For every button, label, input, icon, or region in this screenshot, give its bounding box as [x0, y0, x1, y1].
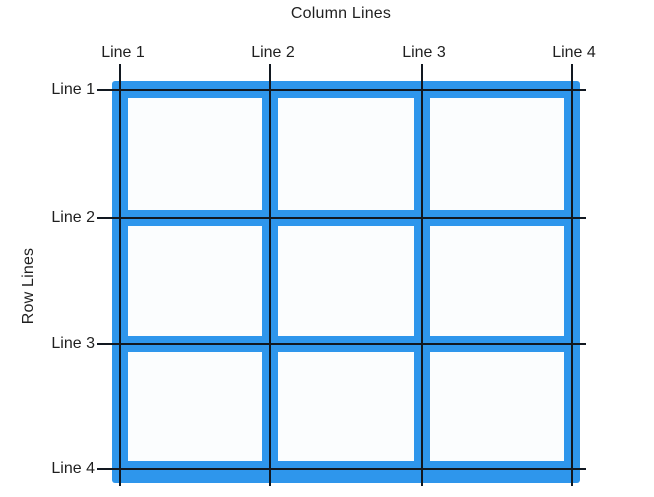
row-line-label-4: Line 4: [51, 460, 95, 477]
grid-cell: [430, 98, 564, 210]
row-line-label-1: Line 1: [51, 81, 95, 98]
column-line-label-3: Line 3: [402, 44, 446, 61]
grid-cell: [430, 352, 564, 461]
grid-cell: [128, 98, 262, 210]
column-line-3: [421, 64, 423, 486]
row-line-1: [97, 89, 586, 91]
grid-cell: [278, 226, 414, 336]
grid-cell: [278, 352, 414, 461]
row-line-label-3: Line 3: [51, 335, 95, 352]
grid-cell: [278, 98, 414, 210]
column-line-label-1: Line 1: [101, 44, 145, 61]
column-line-1: [119, 64, 121, 486]
row-line-3: [97, 343, 586, 345]
row-line-4: [97, 468, 586, 470]
grid-cell: [128, 352, 262, 461]
grid-cell: [430, 226, 564, 336]
column-line-2: [269, 64, 271, 486]
column-line-label-4: Line 4: [552, 44, 596, 61]
column-line-label-2: Line 2: [251, 44, 295, 61]
grid-cell: [128, 226, 262, 336]
row-line-2: [97, 217, 586, 219]
column-line-4: [571, 64, 573, 486]
grid-container: [112, 81, 580, 483]
row-line-label-2: Line 2: [51, 209, 95, 226]
row-axis-title: Row Lines: [20, 247, 37, 325]
column-axis-title: Column Lines: [290, 5, 392, 22]
